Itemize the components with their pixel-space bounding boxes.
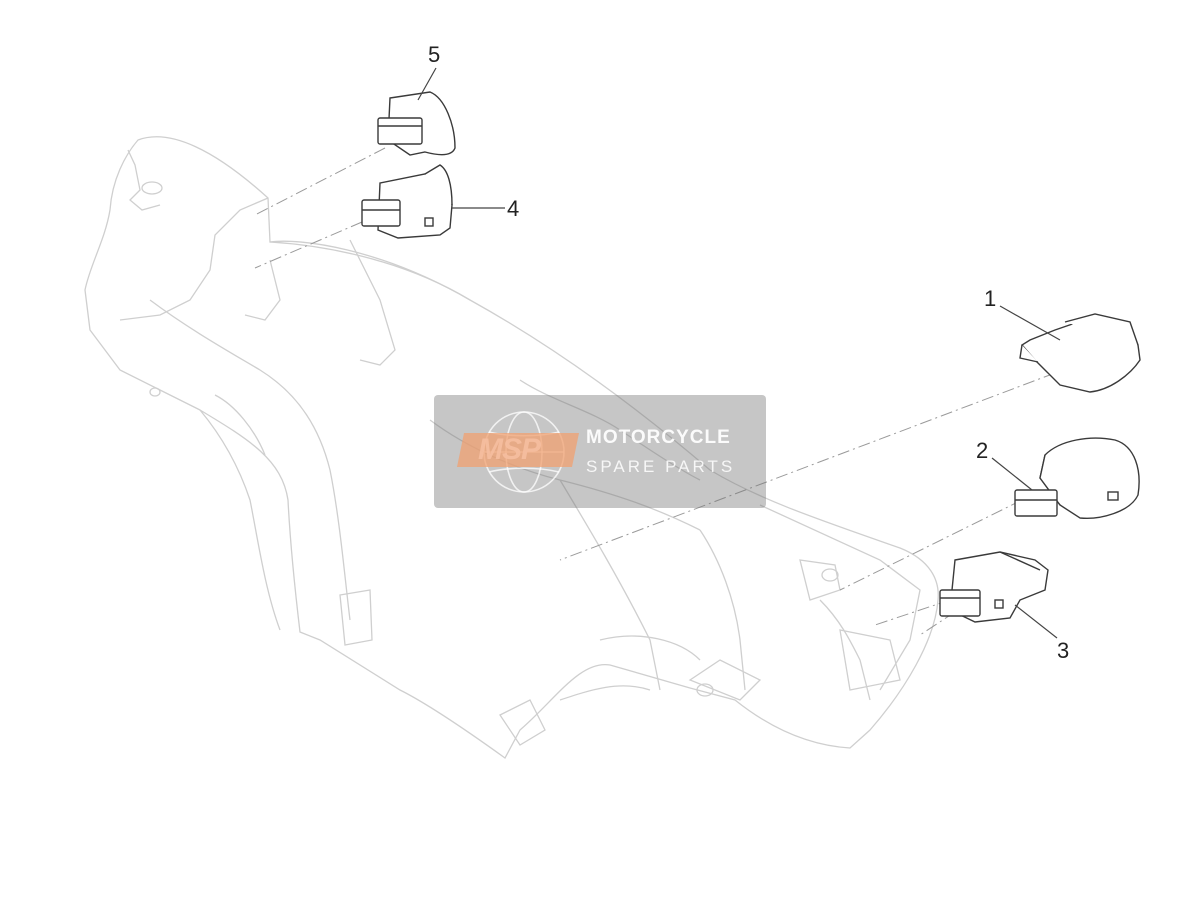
part-number-2: 2 — [976, 438, 989, 463]
watermark-subtitle: SPARE PARTS — [586, 457, 736, 476]
part-5-switch-cap — [377, 91, 456, 156]
watermark-logo-text: MSP — [478, 433, 541, 466]
part-4-switch — [361, 164, 453, 239]
part-number-4: 4 — [507, 196, 520, 221]
part-number-3: 3 — [1057, 638, 1070, 663]
part-3-switch — [939, 551, 1049, 623]
globe-icon — [457, 411, 579, 493]
leader-lines — [417, 67, 1061, 639]
watermark-banner: MSP MOTORCYCLE SPARE PARTS — [434, 395, 766, 508]
part-2-switch — [1014, 437, 1140, 519]
watermark-title: MOTORCYCLE — [586, 427, 731, 448]
part-number-5: 5 — [428, 42, 441, 67]
part-1-switch-housing — [1019, 313, 1141, 393]
part-number-1: 1 — [984, 286, 997, 311]
